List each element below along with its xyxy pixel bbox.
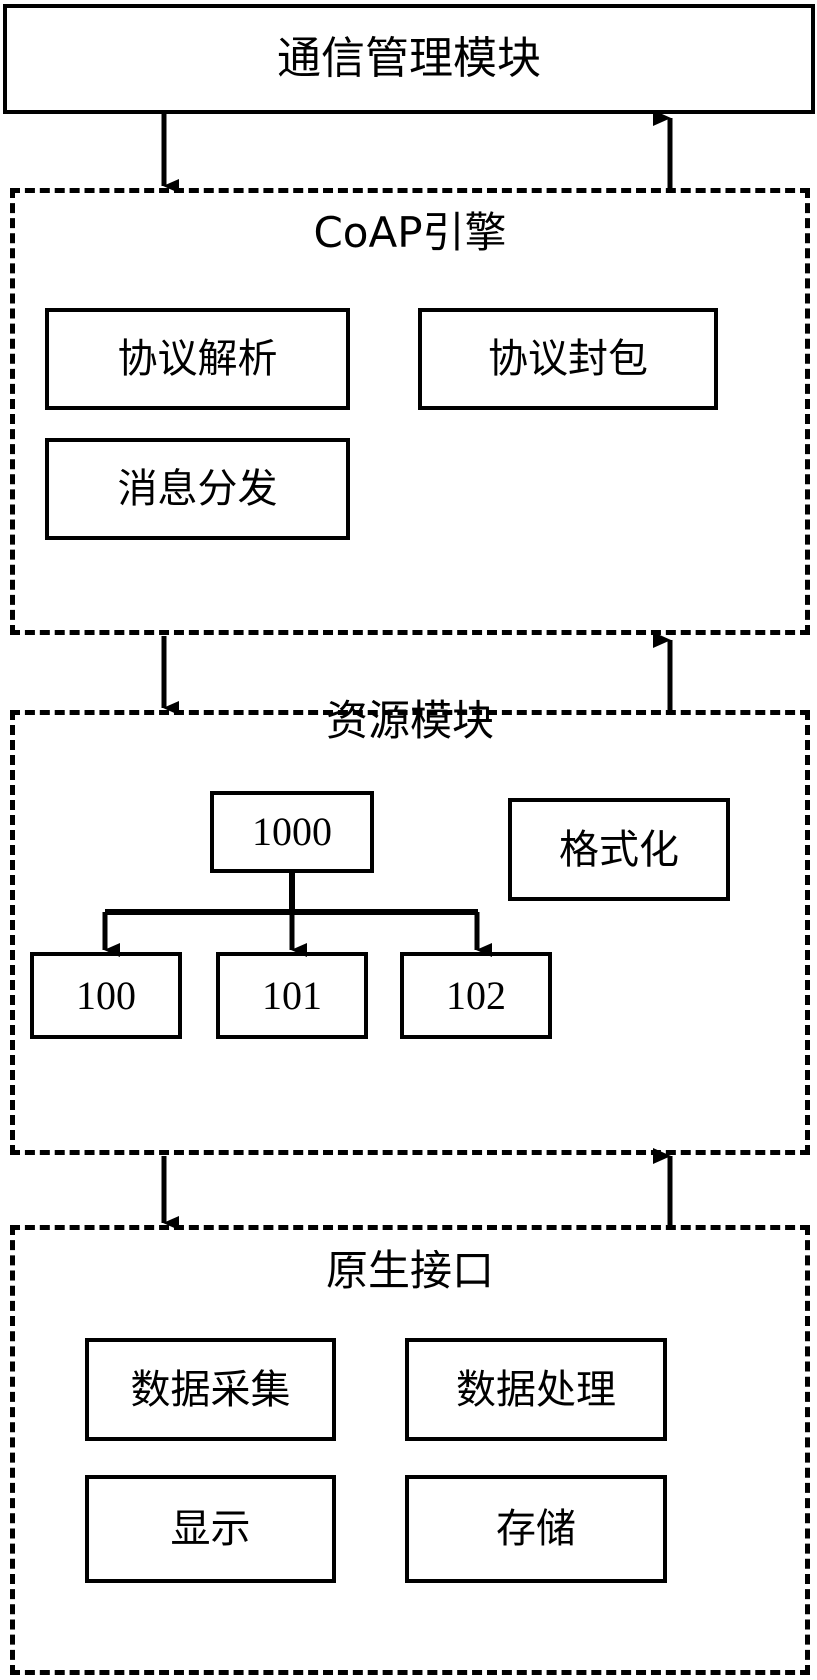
box-formatting: 格式化 xyxy=(508,798,730,901)
box-resource-101: 101 xyxy=(216,952,368,1039)
box-storage: 存储 xyxy=(405,1475,667,1583)
box-resource-102: 102 xyxy=(400,952,552,1039)
box-data-processing: 数据处理 xyxy=(405,1338,667,1441)
box-resource-100: 100 xyxy=(30,952,182,1039)
group-title-coap-engine: CoAP引擎 xyxy=(313,208,507,257)
box-protocol-parse: 协议解析 xyxy=(45,308,350,410)
group-title-resource-module: 资源模块 xyxy=(325,696,494,745)
box-display: 显示 xyxy=(85,1475,336,1583)
group-title-native-interface: 原生接口 xyxy=(325,1246,494,1295)
box-resource-root-1000: 1000 xyxy=(210,791,374,873)
group-resource-module xyxy=(10,710,810,1155)
group-coap-engine xyxy=(10,188,810,635)
box-data-acquisition: 数据采集 xyxy=(85,1338,336,1441)
box-message-dispatch: 消息分发 xyxy=(45,438,350,540)
group-native-interface xyxy=(10,1225,810,1675)
box-communication-management-module: 通信管理模块 xyxy=(3,4,815,114)
box-protocol-encapsulate: 协议封包 xyxy=(418,308,718,410)
